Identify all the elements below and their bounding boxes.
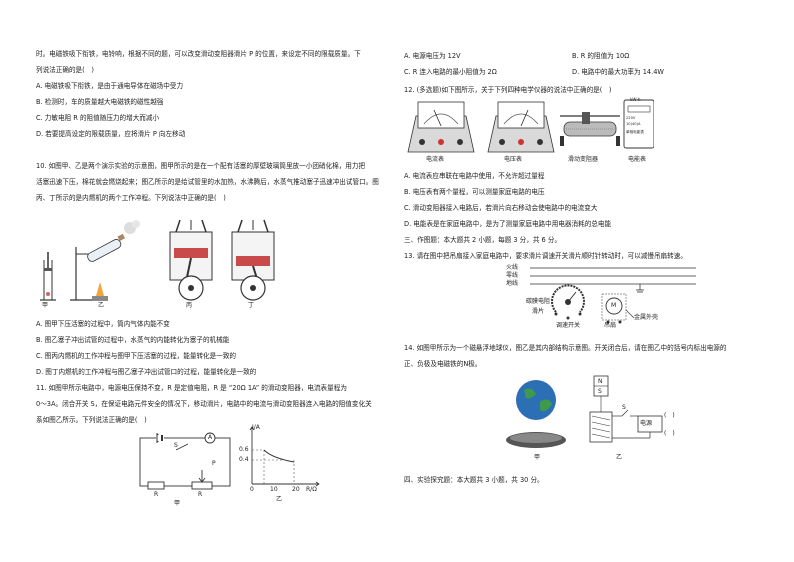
q12-instruments	[407, 99, 654, 153]
q11-option-d: D. 电路中的最大功率为 14.4W	[572, 68, 664, 76]
q9-option-a: A. 电磁铁吸下衔铁，是由于通电导体在磁场中受力	[36, 82, 184, 90]
q13-carbon-resistor: 碳膜电阻	[526, 298, 551, 305]
q10-fig-yi	[70, 220, 140, 301]
q14-power-source: 电源	[640, 420, 653, 427]
q14-label-yi: 乙	[616, 454, 623, 461]
label-voltmeter: 电压表	[504, 156, 523, 163]
q14-label-jia: 甲	[534, 454, 541, 461]
q11-option-a: A. 电源电压为 12V	[404, 52, 461, 60]
q9-option-b: B. 检测时，车的质量越大电磁铁的磁性越强	[36, 98, 164, 106]
voltmeter-figure	[487, 101, 555, 153]
q11-graph-caption: 乙	[276, 496, 283, 503]
q14-bracket-bottom[interactable]: ( )	[664, 430, 675, 437]
q11-ammeter-label: A	[208, 434, 213, 441]
energy-meter-rating-v: 220V	[626, 116, 636, 120]
q13-motor-symbol: M	[611, 302, 617, 309]
q13-ceiling-fan: 吊扇	[604, 322, 617, 329]
q14-switch-s: S	[622, 404, 626, 411]
section-4-heading: 四、实验探究题：本大题共 3 小题，共 30 分。	[404, 476, 544, 484]
q11-line-2: 0～3A。闭合开关 S，在保证电路元件安全的情况下，移动滑片，电路中的电流与滑动…	[36, 400, 372, 408]
q10-label-ding: 丁	[248, 302, 255, 309]
q9-option-d: D. 若要提高设定的限载质量，应将滑片 P 向左移动	[36, 130, 186, 138]
q13-speed-switch: 调速开关	[556, 322, 581, 329]
q10-label-yi: 乙	[98, 302, 105, 309]
q14-globe-figure	[506, 380, 566, 448]
q13-live-wire: 火线	[506, 264, 519, 271]
q10-option-b: B. 图乙塞子冲出试管的过程中，水蒸气的内能转化为塞子的机械能	[36, 336, 230, 344]
q9-line-1: 时。电磁铁吸下衔铁，电铃响，根据不同的题，可以改变滑动变阻器滑片 P 的位置，来…	[36, 50, 361, 58]
q11-graph-xlabel: R/Ω	[306, 486, 317, 493]
q10-figure	[40, 219, 275, 301]
q14-bracket-top[interactable]: ( )	[664, 412, 675, 419]
label-energy-meter: 电能表	[628, 156, 647, 163]
q9-option-c: C. 力敏电阻 R 的阻值随压力的增大而减小	[36, 114, 160, 122]
q11-switch-label: S	[174, 442, 178, 449]
q11-circuit-caption: 甲	[174, 500, 181, 507]
q14-line-1: 14. 如图甲所示为一个磁悬浮地球仪，图乙是其内部结构示意图。开关闭合后，请在图…	[404, 344, 727, 352]
q10-fig-jia	[40, 252, 56, 301]
q14-line-2: 正、负极及电磁铁的N极。	[404, 360, 482, 368]
q10-line-3: 丙、丁所示的是内燃机的两个工作冲程。下列说法中正确的是( )	[36, 194, 226, 202]
q12-option-c: C. 滑动变阻器接入电路后，若滑片向右移动会使电路中的电流变大	[404, 204, 598, 212]
q11-graph-xtick-20: 20	[292, 486, 300, 493]
label-ammeter: 电流表	[426, 156, 445, 163]
q13-text: 13. 请在图中把吊扇接入家庭电路中，要求滑片调速开关滑片顺时针转动时，可以减慢…	[404, 252, 687, 260]
q11-line-1: 11. 如图甲所示电路中，电源电压保持不变，R 是定值电阻，R 是 “20Ω 1…	[36, 384, 347, 392]
q11-circuit	[139, 432, 231, 490]
q11-graph-ylabel: I/A	[252, 424, 260, 431]
q11-r2-label: R	[198, 491, 203, 498]
q10-label-jia: 甲	[42, 302, 49, 309]
q11-line-3: 系如图乙所示。下列说法正确的是( )	[36, 416, 147, 424]
q11-graph-ytick-04: 0.4	[239, 456, 249, 463]
q14-structure-figure	[589, 375, 663, 443]
q10-label-bing: 丙	[186, 302, 193, 309]
q10-fig-bing	[169, 219, 213, 301]
q12-option-a: A. 电流表应串联在电路中使用，不允许超过量程	[404, 172, 545, 180]
q13-metal-case: 金属外壳	[634, 314, 659, 321]
q10-option-a: A. 图甲下压活塞的过程中，筒内气体内能不变	[36, 320, 170, 328]
q10-option-c: C. 图丙内燃机的工作冲程与图甲下压活塞的过程，能量转化是一致的	[36, 352, 237, 360]
q11-option-c: C. R 连入电路的最小阻值为 2Ω	[404, 68, 497, 76]
q12-option-d: D. 电能表是在家庭电路中，是为了测量家庭电路中用电器消耗的总电能	[404, 220, 612, 228]
q10-option-d: D. 图丁内燃机的工作冲程与图乙塞子冲出试管口的过程，能量转化是一致的	[36, 368, 257, 376]
q10-fig-ding	[231, 219, 275, 301]
q12-title: 12. (多选题)如下图所示，关于下列四种电学仪器的说法中正确的是( )	[404, 86, 612, 94]
q13-ground-wire: 地线	[506, 280, 519, 287]
q13-figure	[530, 267, 696, 324]
q10-line-2: 活塞迅速下压，棉花就会燃烧起来；图乙所示的是给试管里的水加热，水沸腾后，水蒸气推…	[36, 178, 379, 186]
energy-meter-unit: kW·h	[630, 97, 641, 102]
q11-option-b: B. R 的阻值为 10Ω	[572, 52, 630, 60]
q11-r1-label: R	[154, 491, 159, 498]
energy-meter-rating-a: 10(40)A	[626, 122, 641, 126]
q9-line-2: 列说法正确的是( )	[36, 66, 94, 74]
ammeter-figure	[407, 101, 475, 153]
q13-slider: 滑片	[532, 308, 545, 315]
label-rheostat: 滑动变阻器	[568, 156, 599, 163]
q11-graph-ytick-06: 0.6	[239, 446, 249, 453]
q13-neutral-wire: 零线	[506, 272, 519, 279]
q10-line-1: 10. 如图甲、乙是两个演示实验的示意图，图甲所示的是在一个配有活塞的厚壁玻璃筒…	[36, 162, 366, 170]
q11-slider-label: P	[212, 460, 216, 467]
section-3-heading: 三、作图题：本大题共 2 小题，每题 3 分，共 6 分。	[404, 236, 562, 244]
q11-graph-xtick-0: 0	[250, 486, 254, 493]
energy-meter-figure	[623, 99, 654, 149]
q12-option-b: B. 电压表有两个量程，可以测量家庭电路的电压	[404, 188, 545, 196]
rheostat-figure	[560, 112, 620, 146]
q11-graph-xtick-10: 10	[270, 486, 278, 493]
q11-graph	[249, 426, 320, 487]
q14-magnet-n: N	[598, 378, 603, 385]
energy-meter-type: 单相电能表	[626, 130, 644, 134]
q14-magnet-s: S	[598, 388, 602, 395]
